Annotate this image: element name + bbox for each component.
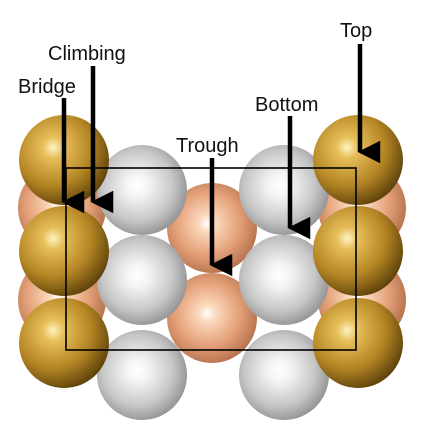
top-label: Top <box>340 20 372 42</box>
climbing-label: Climbing <box>48 43 126 65</box>
gold-atom <box>313 298 403 388</box>
gold-atom <box>19 298 109 388</box>
silver-atom <box>239 330 329 420</box>
bridge-label: Bridge <box>18 76 76 98</box>
trough-label: Trough <box>176 135 239 157</box>
copper-atom <box>167 273 257 363</box>
gold-atom <box>19 206 109 296</box>
silver-atom <box>239 235 329 325</box>
silver-atom <box>97 145 187 235</box>
silver-atom <box>97 235 187 325</box>
silver-atom <box>97 330 187 420</box>
gold-atom <box>313 206 403 296</box>
bottom-label: Bottom <box>255 94 318 116</box>
